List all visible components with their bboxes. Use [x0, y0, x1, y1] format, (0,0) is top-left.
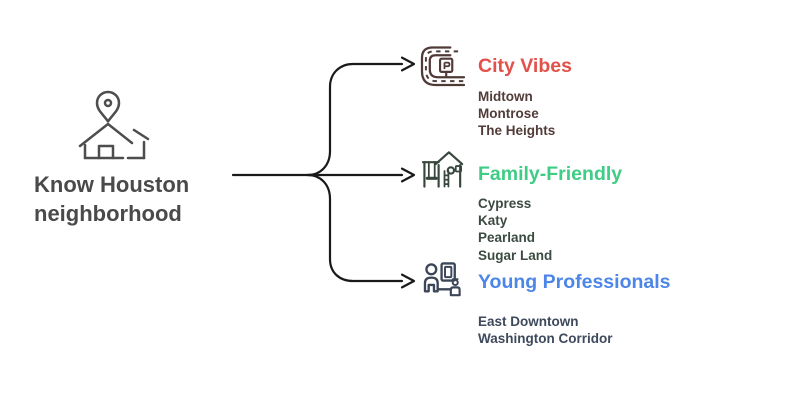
branch-list-city-vibes: Midtown Montrose The Heights	[478, 88, 555, 140]
list-item: Sugar Land	[478, 247, 553, 263]
list-item: Washington Corridor	[478, 331, 613, 347]
middle-arrowhead	[400, 167, 416, 183]
top-arrowhead	[400, 56, 416, 72]
home-location-pin-icon	[66, 84, 150, 169]
playground-icon	[421, 149, 468, 194]
list-item: The Heights	[478, 123, 556, 139]
branch-label-family-friendly: Family-Friendly	[478, 163, 623, 185]
branch-label-young-professionals: Young Professionals	[478, 271, 671, 293]
list-item: Cypress	[478, 196, 532, 211]
list-item: Montrose	[478, 106, 539, 122]
branch-label-city-vibes: City Vibes	[478, 55, 572, 77]
branch-list-young-professionals: East Downtown Washington Corridor	[478, 313, 613, 347]
list-item: Katy	[478, 213, 508, 229]
top-branch-line	[306, 62, 404, 177]
bottom-branch-line	[306, 173, 404, 283]
list-item: East Downtown	[478, 314, 579, 329]
list-item: Midtown	[478, 89, 533, 104]
branch-list-family-friendly: Cypress Katy Pearland Sugar Land	[478, 195, 552, 264]
list-item: Pearland	[478, 230, 536, 246]
people-gallery-icon	[422, 262, 467, 308]
city-road-parking-icon	[420, 46, 466, 92]
bottom-arrowhead	[400, 273, 416, 289]
diagram-root-title: Know Houston neighborhood	[34, 172, 190, 226]
